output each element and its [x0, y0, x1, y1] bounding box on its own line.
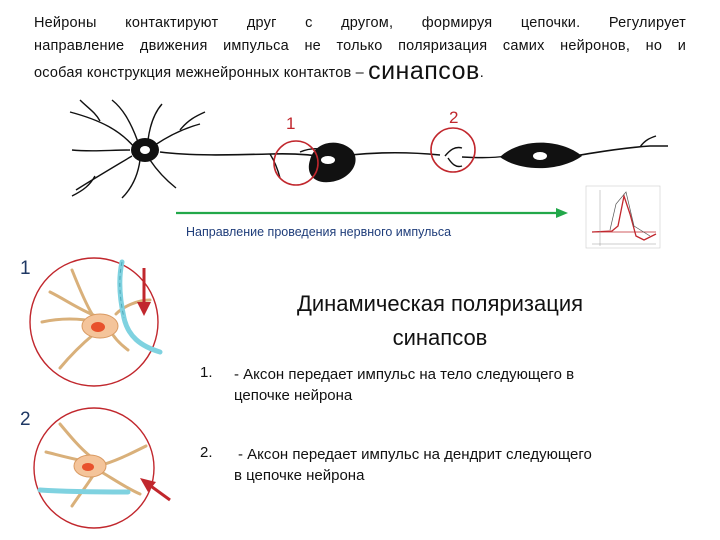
heading-line-2: синапсов — [240, 321, 640, 355]
action-potential-plot — [586, 186, 660, 248]
second-neuron-nucleus — [321, 156, 335, 164]
side-marker-1: 1 — [20, 258, 31, 280]
list-item-2: - Аксон передает импульс на дендрит след… — [238, 444, 678, 486]
section-heading: Динамическая поляризация синапсов — [240, 287, 640, 355]
synapse-axodendritic-illustration — [34, 408, 154, 528]
heading-line-1: Динамическая поляризация — [240, 287, 640, 321]
synapse-circle-2 — [431, 128, 475, 172]
impulse-arrow-head — [556, 208, 568, 218]
list-item-2-line-1: - Аксон передает импульс на дендрит след… — [238, 444, 678, 465]
third-neuron-nucleus — [533, 152, 547, 160]
synapse-marker-1: 1 — [286, 114, 295, 134]
synapse-marker-2: 2 — [449, 108, 458, 128]
list-item-1: - Аксон передает импульс на тело следующ… — [234, 364, 674, 406]
side-marker-2: 2 — [20, 409, 31, 431]
list-item-1-line-1: - Аксон передает импульс на тело следующ… — [234, 364, 674, 385]
list-item-2-number: 2. — [200, 444, 213, 461]
first-neuron-nucleus — [140, 146, 150, 154]
list-item-2-line-2: в цепочке нейрона — [234, 465, 678, 486]
synapse-axosomatic-illustration — [30, 258, 160, 386]
list-item-1-number: 1. — [200, 364, 213, 381]
list-item-1-line-2: цепочке нейрона — [234, 385, 674, 406]
impulse-direction-caption: Направление проведения нервного импульса — [186, 225, 451, 239]
